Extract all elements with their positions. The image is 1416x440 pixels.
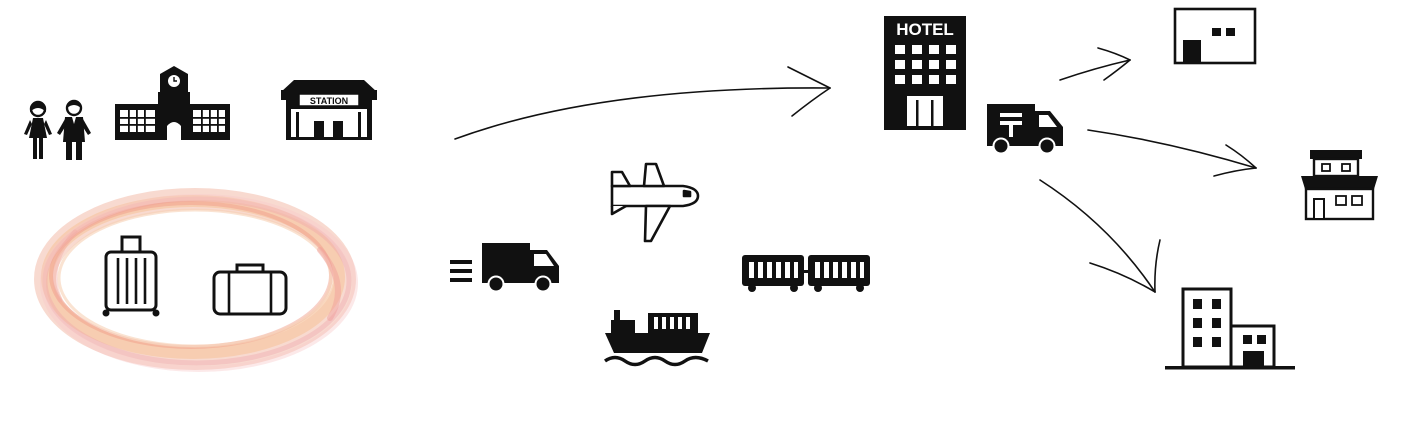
delivery-truck-icon xyxy=(450,243,559,293)
cargo-ship-icon xyxy=(603,310,710,367)
house-icon xyxy=(1301,150,1378,221)
arrow-to-office xyxy=(1039,179,1161,293)
freight-train-icon xyxy=(742,255,870,292)
briefcase-icon xyxy=(212,263,288,316)
school-icon xyxy=(115,66,230,140)
arrow-to-house xyxy=(1087,129,1257,177)
warehouse-icon xyxy=(1173,7,1257,65)
suitcase-icon xyxy=(102,235,160,317)
couple-icon xyxy=(24,99,91,160)
hotel-sign-text: HOTEL xyxy=(896,20,954,39)
arrow-to-warehouse xyxy=(1059,47,1131,81)
luggage-highlight-ring xyxy=(34,188,358,372)
post-truck-icon xyxy=(987,104,1063,155)
arrow-to-hotel xyxy=(454,66,831,140)
airplane-icon xyxy=(610,162,700,243)
hotel-icon: HOTEL xyxy=(884,16,966,130)
office-building-icon xyxy=(1165,287,1295,370)
station-sign-text: STATION xyxy=(310,96,348,106)
station-icon: STATION xyxy=(281,80,377,140)
